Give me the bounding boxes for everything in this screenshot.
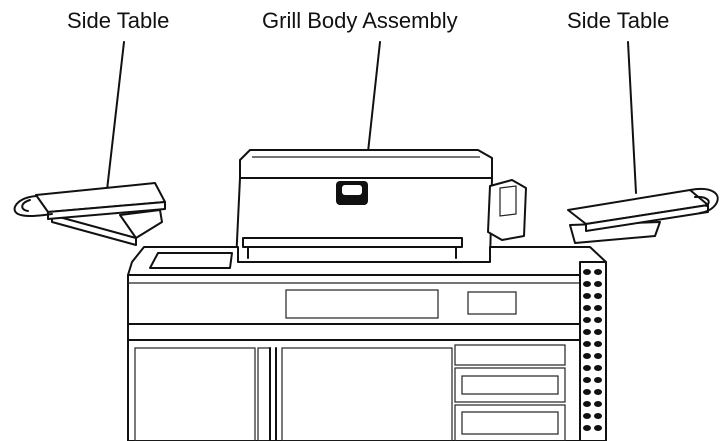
grill-cart: [127, 246, 607, 441]
vent-slot: [594, 365, 602, 371]
vent-slot: [583, 365, 591, 371]
side-control-box: [487, 179, 527, 241]
vent-slot: [583, 341, 591, 347]
label-side-table-right: Side Table: [567, 8, 670, 33]
vent-slots: [583, 269, 602, 431]
vent-slot: [594, 401, 602, 407]
vent-slot: [594, 329, 602, 335]
label-grill-body-assembly: Grill Body Assembly: [262, 8, 458, 33]
vent-slot: [583, 329, 591, 335]
vent-slot: [583, 353, 591, 359]
leader-line-mid: [367, 41, 381, 153]
vent-slot: [594, 305, 602, 311]
vent-slot: [594, 425, 602, 431]
lid-handle: [242, 237, 463, 248]
vent-slot: [594, 413, 602, 419]
vent-slot: [594, 293, 602, 299]
vent-slot: [594, 377, 602, 383]
left-side-table: [13, 182, 166, 246]
vent-slot: [583, 401, 591, 407]
vent-slot: [594, 389, 602, 395]
right-side-table: [567, 188, 719, 244]
vent-slot: [583, 317, 591, 323]
grill-lid: [235, 149, 527, 263]
vent-slot: [583, 293, 591, 299]
vent-slot: [583, 281, 591, 287]
vent-slot: [594, 341, 602, 347]
vent-slot: [594, 317, 602, 323]
leader-line-right: [627, 41, 637, 194]
vent-slot: [583, 305, 591, 311]
vent-slot: [583, 413, 591, 419]
vent-slot: [594, 353, 602, 359]
vent-slot: [583, 377, 591, 383]
vent-slot: [594, 281, 602, 287]
vent-slot: [583, 425, 591, 431]
vent-slot: [583, 269, 591, 275]
vent-slot: [594, 269, 602, 275]
label-side-table-left: Side Table: [67, 8, 170, 33]
vent-slot: [583, 389, 591, 395]
leader-line-left: [106, 41, 125, 191]
